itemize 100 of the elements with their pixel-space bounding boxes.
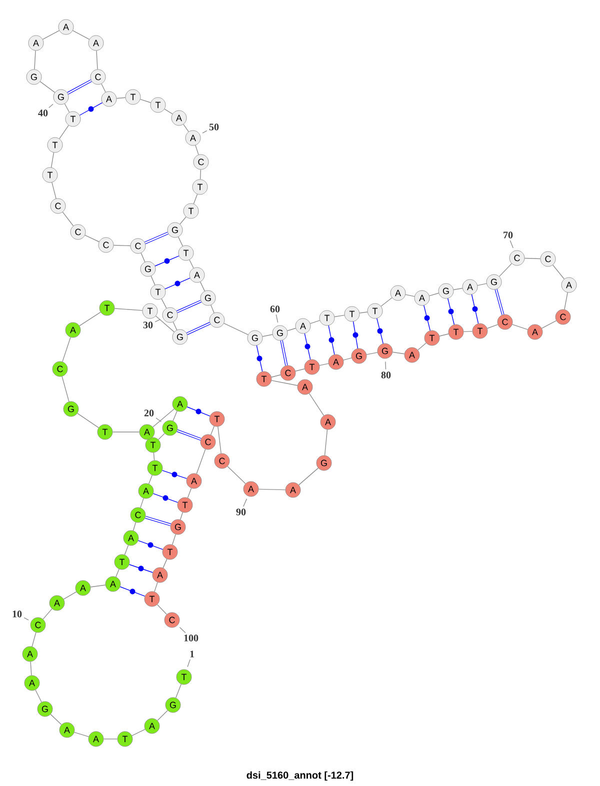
backbone-line — [50, 714, 62, 726]
backbone-line — [79, 312, 101, 326]
base-pair-line — [186, 406, 210, 416]
backbone-line — [195, 144, 199, 156]
base-pair-line — [162, 470, 188, 479]
backbone-line — [295, 368, 305, 372]
backbone-line — [541, 320, 557, 329]
backbone-line — [477, 283, 487, 286]
backbone-line — [59, 124, 69, 139]
base-pair-line — [154, 256, 180, 266]
position-number: 70 — [504, 232, 513, 238]
backbone-line — [154, 582, 158, 592]
backbone-line — [366, 352, 378, 355]
backbone-line — [64, 103, 70, 113]
base-pair-line — [424, 305, 430, 331]
base-pair-line — [328, 325, 335, 355]
position-number: 80 — [381, 372, 391, 378]
backbone-line — [72, 30, 90, 40]
backbone-line — [116, 97, 126, 99]
position-number: 30 — [143, 322, 153, 328]
base-pair-line — [67, 80, 92, 94]
backbone-line — [62, 212, 74, 226]
position-number: 20 — [144, 410, 154, 416]
backbone-line — [187, 488, 192, 498]
leader-line — [187, 659, 190, 668]
backbone-line — [74, 732, 89, 738]
backbone-line — [52, 182, 56, 199]
backbone-line — [90, 584, 106, 588]
backbone-line — [308, 393, 324, 416]
position-number: 50 — [209, 124, 219, 130]
backbone-line — [193, 194, 198, 204]
backbone-line — [96, 50, 98, 70]
backbone-line — [319, 363, 329, 366]
leader-line — [385, 361, 386, 370]
backbone-line — [172, 410, 178, 422]
backbone-line — [62, 376, 70, 402]
base-pair-line — [376, 318, 384, 344]
backbone-line — [271, 380, 298, 386]
base-pair-line — [256, 345, 263, 372]
backbone-line — [113, 244, 131, 246]
backbone-line — [164, 108, 173, 114]
backbone-line — [287, 328, 296, 332]
backbone-line — [498, 263, 512, 277]
base-pair-line — [152, 493, 178, 503]
backbone-line — [359, 312, 368, 314]
backbone-line — [172, 322, 178, 330]
backbone-line — [298, 468, 319, 486]
backbone-line — [42, 30, 60, 40]
base-pair-line — [352, 321, 358, 349]
backbone-line — [210, 304, 214, 314]
backbone-line — [200, 169, 202, 180]
position-number: 90 — [236, 508, 246, 516]
backbone-line — [418, 342, 426, 350]
backbone-line — [156, 604, 168, 615]
backbone-line — [196, 448, 206, 474]
backbone-line — [35, 690, 42, 702]
backbone-line — [486, 324, 498, 329]
backbone-line — [132, 522, 136, 531]
backbone-line — [453, 288, 463, 290]
backbone-line — [84, 234, 100, 242]
backbone-line — [32, 632, 36, 647]
backbone-line — [405, 294, 415, 297]
backbone-line — [42, 608, 52, 620]
base-pair-line — [176, 429, 202, 441]
base-pair-line — [304, 333, 311, 360]
leader-line — [276, 314, 278, 323]
base-pair-line — [120, 586, 146, 597]
backbone-line — [150, 276, 156, 286]
backbone-line — [62, 336, 71, 362]
backbone-line — [227, 466, 246, 484]
position-number: 10 — [12, 610, 22, 618]
backbone-line — [178, 236, 184, 246]
backbone-line — [189, 260, 194, 268]
backbone-line — [200, 282, 206, 292]
backbone-line — [34, 50, 36, 70]
backbone-line — [210, 426, 215, 436]
backbone-line — [40, 81, 56, 93]
backbone-line — [161, 298, 167, 309]
backbone-line — [172, 534, 176, 545]
backbone-line — [552, 264, 565, 280]
backbone-line — [512, 324, 528, 330]
backbone-line — [564, 292, 568, 310]
base-pair-line — [138, 540, 164, 550]
leader-line — [179, 627, 186, 634]
backbone-line — [262, 334, 273, 337]
base-pair-line — [447, 298, 455, 325]
base-pair-line — [164, 278, 190, 290]
backbone-line — [180, 512, 184, 520]
backbone-line — [380, 297, 392, 307]
backbone-line — [77, 412, 99, 428]
backbone-line — [439, 334, 449, 336]
leader-line — [154, 319, 161, 322]
backbone-line — [50, 152, 54, 168]
caption: dsi_5160_annot [-12.7] — [246, 771, 354, 781]
leader-line — [510, 240, 514, 248]
backbone-line — [324, 429, 328, 456]
backbone-line — [124, 544, 129, 556]
backbone-line — [271, 374, 281, 378]
backbone-line — [153, 452, 155, 461]
backbone-line — [152, 408, 174, 428]
